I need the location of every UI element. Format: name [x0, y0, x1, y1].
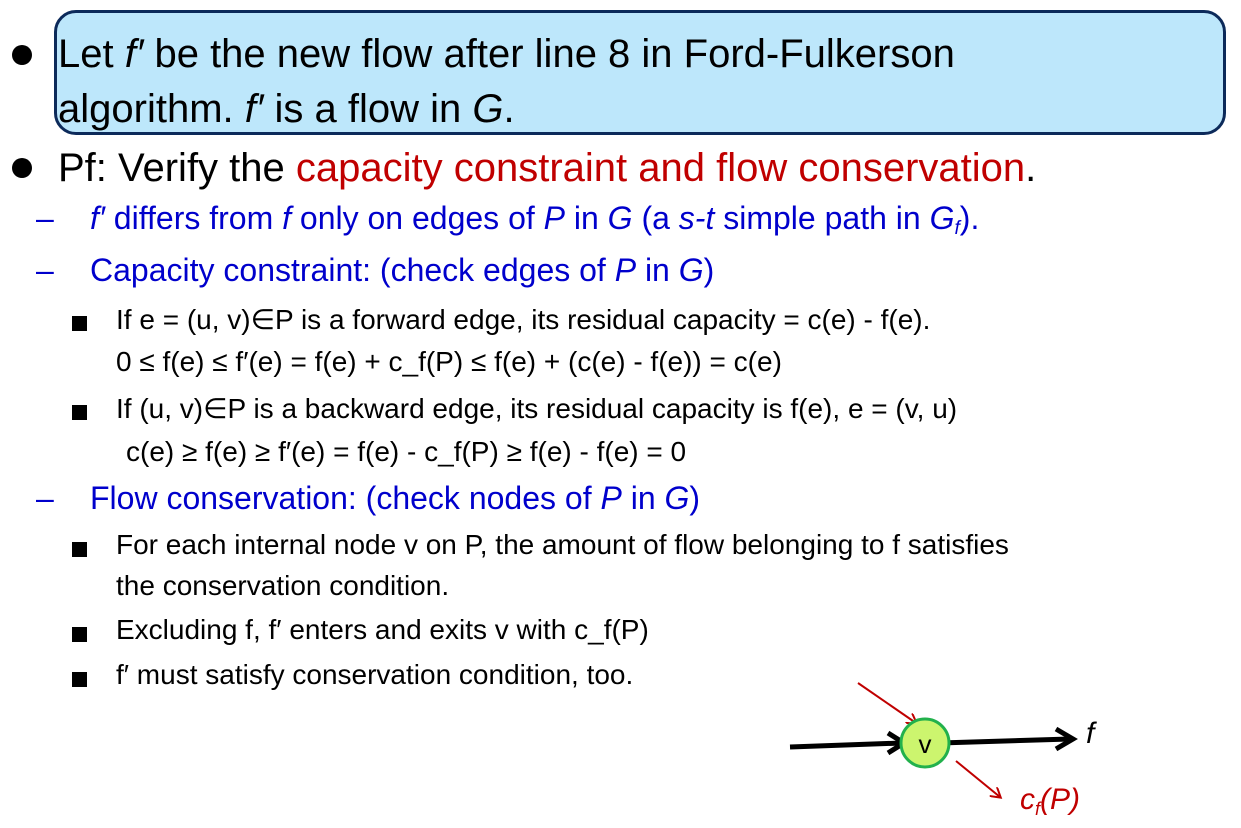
callout-line-2: algorithm. f′ is a flow in G. — [58, 87, 515, 131]
conservation-item-3: f′ must satisfy conservation condition, … — [116, 659, 634, 690]
node-v — [899, 717, 951, 769]
residual-out-arrow — [955, 760, 1000, 797]
conservation-item-1: For each internal node v on P, the amoun… — [116, 529, 1009, 560]
highlight-callout-box — [54, 10, 1226, 135]
proof-statement: Pf: Verify the capacity constraint and f… — [58, 146, 1037, 190]
bullet-icon — [12, 158, 32, 178]
dash-bullet-icon: – — [36, 200, 54, 236]
square-bullet-icon — [72, 542, 87, 557]
square-bullet-icon — [72, 672, 87, 687]
backward-edge-inequality: c(e) ≥ f(e) ≥ f′(e) = f(e) - c_f(P) ≥ f(… — [126, 436, 687, 467]
residual-in-arrow — [857, 682, 916, 723]
residual-capacity-label: cf(P) — [1020, 783, 1080, 819]
incoming-flow-arrow — [789, 740, 903, 750]
forward-edge-text: If e = (u, v)∈P is a forward edge, its r… — [116, 304, 931, 335]
square-bullet-icon — [72, 627, 87, 642]
outgoing-flow-arrow — [939, 736, 1071, 746]
square-bullet-icon — [72, 316, 87, 331]
callout-line-1: Let f′ be the new flow after line 8 in F… — [58, 32, 955, 76]
forward-edge-inequality: 0 ≤ f(e) ≤ f′(e) = f(e) + c_f(P) ≤ f(e) … — [116, 346, 782, 377]
bullet-icon — [12, 45, 32, 65]
capacity-heading: Capacity constraint: (check edges of P i… — [90, 252, 715, 288]
flow-node-diagram: v f cf(P) — [789, 682, 1097, 819]
flow-f-label: f — [1086, 717, 1097, 750]
dash-bullet-icon: – — [36, 480, 54, 516]
backward-edge-text: If (u, v)∈P is a backward edge, its resi… — [116, 393, 958, 424]
proof-highlight: capacity constraint and flow conservatio… — [295, 146, 1026, 190]
differs-line: f′ differs from f only on edges of P in … — [90, 200, 980, 239]
node-v-label: v — [919, 729, 932, 759]
conservation-item-2: Excluding f, f′ enters and exits v with … — [116, 614, 649, 645]
square-bullet-icon — [72, 405, 87, 420]
outgoing-arrowhead-icon — [1054, 726, 1078, 752]
conservation-item-1-cont: the conservation condition. — [116, 570, 450, 601]
conservation-heading: Flow conservation: (check nodes of P in … — [90, 480, 701, 516]
dash-bullet-icon: – — [36, 252, 54, 288]
